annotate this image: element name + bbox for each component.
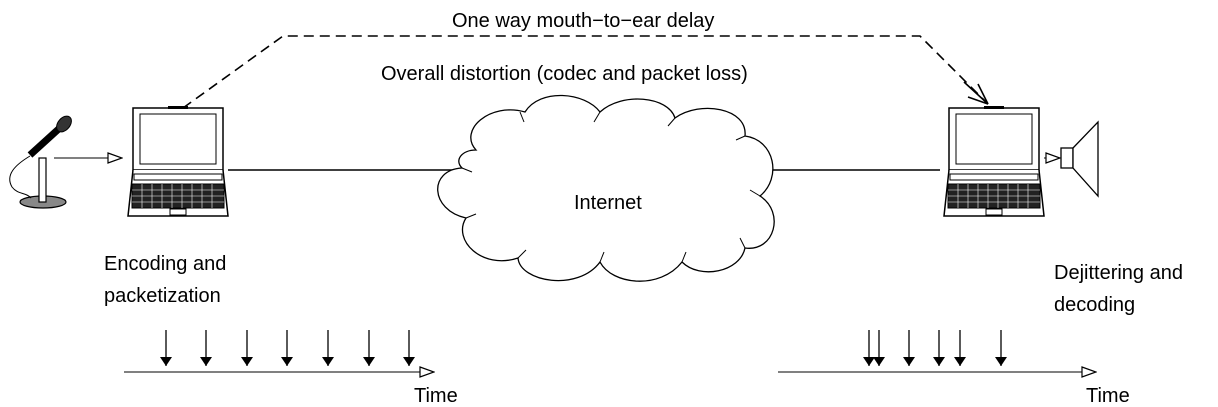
speaker-icon (1060, 120, 1099, 198)
receiver-caption-line2: decoding (1054, 294, 1135, 316)
delay-label: One way mouth−to−ear delay (452, 10, 714, 32)
receiver-laptop-icon (943, 106, 1045, 217)
sender-time-label: Time (414, 385, 458, 407)
internet-label: Internet (574, 192, 642, 214)
distortion-label: Overall distortion (codec and packet los… (381, 63, 748, 85)
sender-caption-line2: packetization (104, 285, 221, 307)
microphone-icon (9, 115, 72, 209)
sender-caption-line1: Encoding and (104, 253, 226, 275)
receiver-caption-line1: Dejittering and (1054, 262, 1183, 284)
sender-laptop-icon (127, 106, 229, 217)
receiver-timeline (778, 330, 1096, 372)
sender-timeline (124, 330, 434, 372)
internet-cloud-icon (437, 94, 775, 282)
receiver-time-label: Time (1086, 385, 1130, 407)
delay-path (182, 35, 989, 109)
